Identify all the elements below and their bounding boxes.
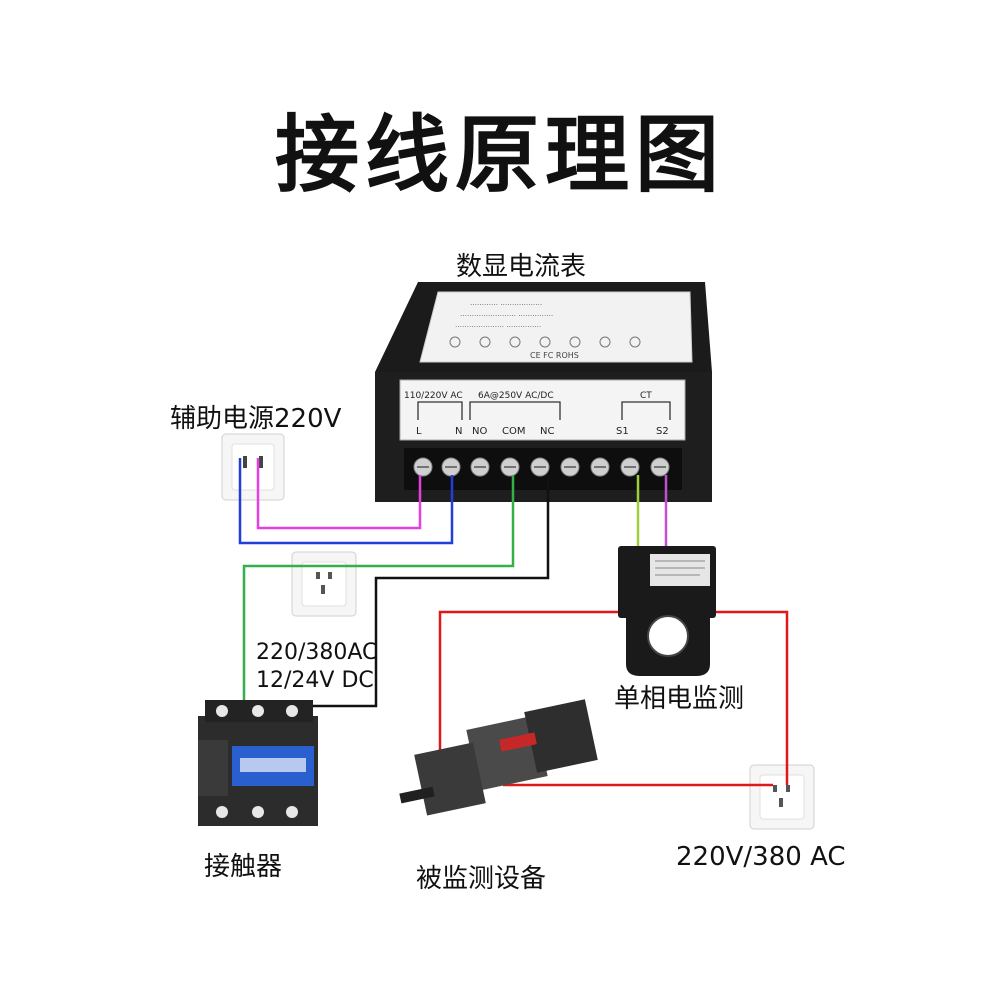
wire-COM-green [242,475,515,712]
digital-ammeter: ………… ……………… …………………… …………… ………………… ……………… [375,282,712,502]
coil-voltage-ac-label: 220/380AC [256,640,378,665]
contactor-power-socket [291,551,357,617]
contactor [198,700,318,826]
coil-voltage-dc-label: 12/24V DC [256,668,374,693]
meter-top-label [419,291,693,363]
group-label-power: 110/220V AC [404,391,463,401]
wire-live-red [438,610,789,785]
term-label-S1: S1 [616,426,629,437]
wire-N-blue [238,458,454,545]
mains-socket [749,764,815,830]
single-phase-label: 单相电监测 [614,684,745,714]
wires [238,458,789,787]
term-label-NC: NC [540,426,554,437]
term-label-L: L [416,426,422,437]
term-label-N: N [455,426,462,437]
wire-NC-black [260,475,550,708]
page-title: 接线原理图 [274,106,725,204]
aux-power-label: 辅助电源220V [170,404,342,434]
svg-text:…………………… ……………: …………………… …………… [460,310,553,318]
term-label-S2: S2 [656,426,669,437]
svg-text:………… ………………: ………… ……………… [470,299,542,307]
current-transformer-clamp [618,546,716,676]
group-label-ct: CT [640,391,652,401]
mains-label: 220V/380 AC [676,842,846,872]
contactor-label: 接触器 [204,852,283,882]
motor [399,699,598,816]
device-label: 被监测设备 [416,864,547,894]
meter-terminal-label [399,379,686,441]
group-label-relay: 6A@250V AC/DC [478,391,554,401]
svg-text:………………… ……………: ………………… …………… [455,321,541,329]
term-label-COM: COM [502,426,525,437]
meter-label: 数显电流表 [456,252,587,282]
aux-power-socket [221,433,285,501]
meter-cert-marks: CE FC ROHS [530,351,579,360]
wire-L-magenta [256,458,422,530]
terminal-screws [413,457,670,477]
term-label-NO: NO [472,426,487,437]
